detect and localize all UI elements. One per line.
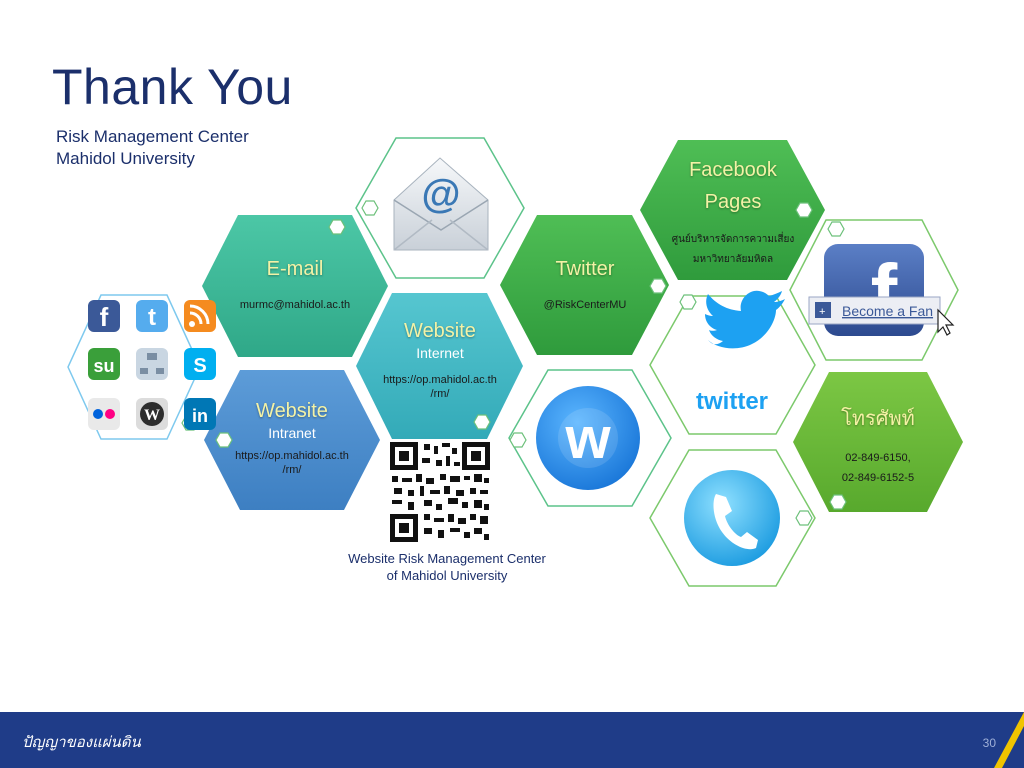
twitter-card: Twitter @RiskCenterMU xyxy=(514,258,656,311)
skype-small-icon xyxy=(184,348,216,380)
hex-phone-fill xyxy=(793,372,963,512)
svg-text:twitter: twitter xyxy=(696,388,768,415)
phone-icon xyxy=(684,470,780,566)
website-internet-heading: Website xyxy=(404,320,476,342)
svg-text:+: + xyxy=(819,306,825,318)
svg-text:f: f xyxy=(100,302,109,332)
hex-email-fill xyxy=(202,215,388,357)
facebook-fan-icon: f + Become a Fan xyxy=(808,244,955,337)
rss-small-icon xyxy=(184,300,216,332)
svg-text:w: w xyxy=(564,406,611,471)
website-intranet-heading: Website xyxy=(256,400,328,422)
qr-code xyxy=(390,442,490,542)
twitter-heading: Twitter xyxy=(555,258,615,280)
stumbleupon-small-icon xyxy=(88,348,120,380)
slide-subtitle: Risk Management Center Mahidol Universit… xyxy=(56,126,249,170)
subtitle-org: Risk Management Center xyxy=(56,127,249,146)
website-internet-sub: Internet xyxy=(416,345,464,361)
sitemap-small-icon xyxy=(136,348,168,380)
facebook-small-icon xyxy=(88,300,120,332)
website-internet-card: Website Internet https://op.mahidol.ac.t… xyxy=(372,320,508,401)
qr-caption: Website Risk Management Center of Mahido… xyxy=(348,551,546,583)
hex-website-internet-fill xyxy=(356,293,523,439)
website-intranet-card: Website Intranet https://op.mahidol.ac.t… xyxy=(222,400,362,477)
hex-facebook-fill xyxy=(640,140,825,280)
linkedin-small-icon xyxy=(184,398,216,430)
twitter-bird-icon: twitter xyxy=(696,290,785,415)
page-number: 30 xyxy=(982,736,996,750)
hex-twitter-fill xyxy=(500,215,669,355)
phone-card: โทรศัพท์ 02-849-6150, 02-849-6152-5 xyxy=(808,402,948,488)
phone-heading: โทรศัพท์ xyxy=(841,408,915,430)
email-heading: E-mail xyxy=(266,258,324,280)
svg-text:su: su xyxy=(93,356,114,376)
svg-text:Become a Fan: Become a Fan xyxy=(842,303,933,319)
svg-text:in: in xyxy=(192,406,208,426)
website-intranet-sub: Intranet xyxy=(268,425,316,441)
email-address[interactable]: murmc@mahidol.ac.th xyxy=(239,299,351,311)
website-intranet-url[interactable]: https://op.mahidol.ac.th /rm/ xyxy=(235,450,349,476)
flickr-small-icon xyxy=(88,398,120,430)
social-icons-grid: f t su S W in xyxy=(88,300,216,430)
footer-bar: ปัญญาของแผ่นดิน 30 xyxy=(0,712,1024,768)
svg-text:S: S xyxy=(193,355,206,377)
svg-text:W: W xyxy=(144,407,160,424)
footer-accent-icon xyxy=(994,712,1024,768)
footer-motto-logo: ปัญญาของแผ่นดิน xyxy=(22,733,141,751)
phone-numbers[interactable]: 02-849-6150, 02-849-6152-5 xyxy=(841,452,915,484)
envelope-icon: @ xyxy=(393,157,489,251)
twitter-handle[interactable]: @RiskCenterMU xyxy=(543,299,627,311)
svg-text:t: t xyxy=(148,304,156,331)
weebly-icon: w xyxy=(536,386,640,490)
hex-social-outline xyxy=(67,294,201,440)
subtitle-university: Mahidol University xyxy=(56,149,195,168)
svg-text:@: @ xyxy=(421,172,460,216)
email-card: E-mail murmc@mahidol.ac.th xyxy=(222,258,368,311)
hex-website-intranet-fill xyxy=(204,370,380,510)
facebook-heading: Facebook Pages xyxy=(689,159,777,213)
facebook-page-name[interactable]: ศูนย์บริหารจัดการความเสี่ยง มหาวิทยาลัยม… xyxy=(671,234,795,265)
twitter-small-icon xyxy=(136,300,168,332)
website-internet-url[interactable]: https://op.mahidol.ac.th /rm/ xyxy=(383,374,497,400)
hexagon-diagram: f t su S W in xyxy=(67,137,963,587)
slide-title: Thank You xyxy=(52,59,293,115)
facebook-card: Facebook Pages ศูนย์บริหารจัดการความเสี่… xyxy=(660,154,806,270)
